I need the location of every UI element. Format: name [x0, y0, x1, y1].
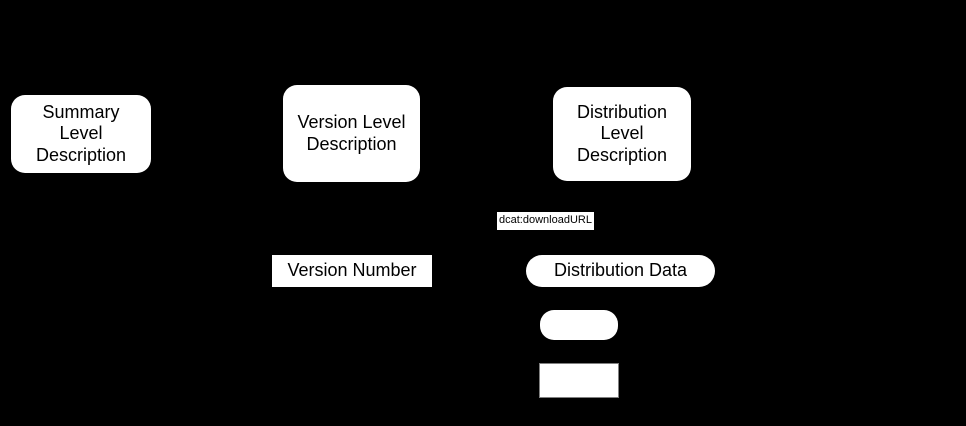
node-version-number-label: Version Number	[287, 260, 417, 281]
node-distribution-data-label: Distribution Data	[553, 260, 688, 281]
node-version-level-description-label: Version Level Description	[297, 112, 406, 154]
node-version-level-description[interactable]: Version Level Description	[283, 85, 420, 182]
node-distribution-data[interactable]: Distribution Data	[526, 255, 715, 287]
edge-label-download-url: dcat:downloadURL	[497, 212, 594, 230]
node-summary-level-description-label: Summary Level Description	[35, 102, 127, 165]
node-distribution-level-description[interactable]: Distribution Level Description	[553, 87, 691, 181]
edge-label-download-url-text: dcat:downloadURL	[499, 214, 592, 226]
node-blank-outlined[interactable]	[539, 363, 619, 398]
node-version-number[interactable]: Version Number	[272, 255, 432, 287]
node-distribution-level-description-label: Distribution Level Description	[576, 102, 668, 165]
node-summary-level-description[interactable]: Summary Level Description	[11, 95, 151, 173]
node-blank-rounded[interactable]	[540, 310, 618, 340]
